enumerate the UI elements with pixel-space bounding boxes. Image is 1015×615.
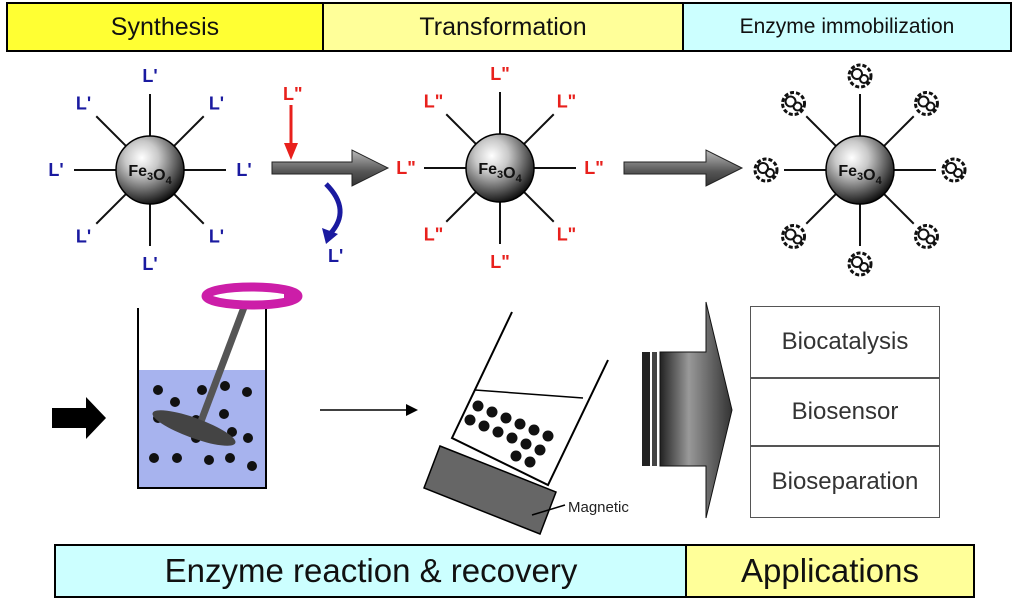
enzyme-immobilization-header: Enzyme immobilization	[682, 2, 1012, 52]
ligand-label: L"	[557, 224, 577, 244]
ligand-bond	[880, 190, 915, 225]
ligand-label: L"	[584, 158, 604, 178]
ligand-label: L'	[209, 94, 224, 114]
application-biosensor: Biosensor	[750, 378, 940, 446]
ligand-label: L"	[424, 224, 444, 244]
ligand-bond	[520, 113, 555, 148]
stirrer	[152, 282, 303, 446]
particle-immobilized: Fe3O4	[753, 63, 967, 277]
ligand-bond	[445, 113, 480, 148]
fe3o4-core	[465, 133, 535, 203]
ligand-bond	[170, 115, 205, 150]
ligand-label: L'	[209, 226, 224, 246]
ligand-label: L'	[76, 226, 91, 246]
enzyme-icon	[781, 223, 807, 249]
ligand-bond	[170, 190, 205, 225]
application-bioseparation: Bioseparation	[750, 446, 940, 518]
ligand-bond	[95, 190, 130, 225]
ligand-bond	[445, 188, 480, 223]
enzyme-icon	[913, 223, 939, 249]
ligand-bond	[95, 115, 130, 150]
enzyme-icon	[753, 157, 779, 183]
fe3o4-label: Fe3O4	[838, 163, 882, 187]
fe3o4-core	[825, 135, 895, 205]
ligand-label: L'	[142, 66, 157, 86]
ligand-bond	[880, 115, 915, 150]
incoming-ligand-label: L"	[283, 84, 303, 104]
enzyme-reaction-recovery-footer: Enzyme reaction & recovery	[54, 544, 688, 598]
collected-nanoparticles	[464, 400, 554, 468]
enzyme-icon	[847, 63, 873, 89]
synthesis-header: Synthesis	[6, 2, 324, 52]
ligand-label: L'	[76, 94, 91, 114]
applications-arrow	[642, 301, 733, 519]
particle-synthesis: L' L' L' L' L' L' L' L' Fe3O4	[48, 66, 251, 274]
magnetic-label: Magnetic	[568, 499, 629, 516]
fe3o4-label: Fe3O4	[128, 163, 172, 187]
fe3o4-label: Fe3O4	[478, 161, 522, 185]
entry-arrow	[52, 397, 106, 439]
enzyme-icon	[913, 91, 939, 117]
ligand-bond	[520, 188, 555, 223]
magnet	[423, 445, 557, 535]
immobilization-arrow	[623, 149, 744, 187]
enzyme-icon	[781, 91, 807, 117]
enzyme-icon	[847, 251, 873, 277]
ligand-label: L'	[236, 160, 251, 180]
fe3o4-core	[115, 135, 185, 205]
ligand-bond	[805, 115, 840, 150]
transformation-header: Transformation	[322, 2, 684, 52]
ligand-label: L'	[48, 160, 63, 180]
application-biocatalysis: Biocatalysis	[750, 306, 940, 378]
ligand-label: L"	[557, 92, 577, 112]
ligand-bond	[805, 190, 840, 225]
outgoing-ligand-label: L'	[328, 246, 343, 266]
ligand-label: L"	[490, 252, 510, 272]
particle-transformation: L" L" L" L" L" L" L" L" Fe3O4	[396, 64, 604, 272]
ligand-exchange-arrow	[271, 105, 390, 244]
ligand-label: L"	[396, 158, 416, 178]
ligand-label: L"	[424, 92, 444, 112]
applications-footer: Applications	[685, 544, 975, 598]
reaction-beaker	[137, 282, 303, 489]
magnetic-separation	[423, 311, 609, 535]
ligand-label: L'	[142, 254, 157, 274]
enzyme-icon	[941, 157, 967, 183]
ligand-label: L"	[490, 64, 510, 84]
